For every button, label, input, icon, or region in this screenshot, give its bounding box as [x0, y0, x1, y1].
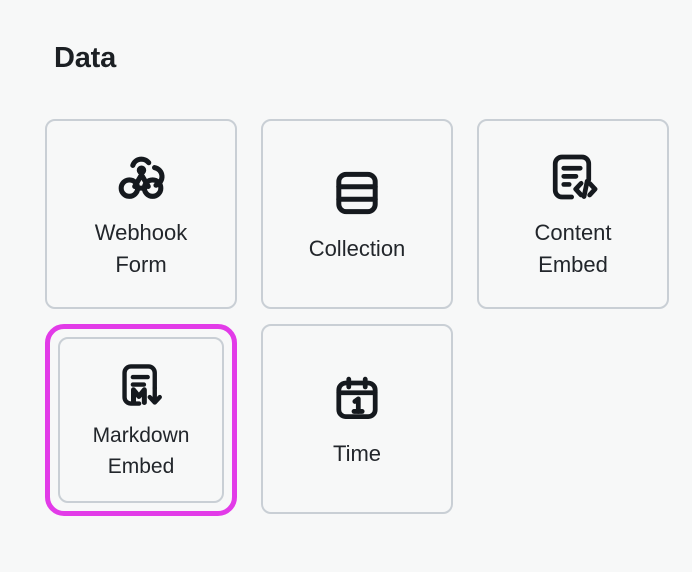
card-webhook-form[interactable]: Webhook Form [45, 119, 237, 309]
card-grid-row: Markdown Embed Time [45, 324, 677, 516]
card-content-embed[interactable]: Content Embed [477, 119, 669, 309]
webhook-icon [111, 147, 171, 207]
calendar-one-icon [327, 368, 387, 428]
card-time[interactable]: Time [261, 324, 453, 514]
card-slot-webhook-form: Webhook Form [45, 119, 237, 309]
card-markdown-embed[interactable]: Markdown Embed [58, 337, 224, 503]
card-grid-row: Webhook Form Collection [45, 119, 677, 309]
card-label: Markdown Embed [92, 424, 190, 478]
collection-rows-icon [327, 163, 387, 223]
card-label: Time [332, 441, 382, 466]
card-slot-content-embed: Content Embed [477, 119, 669, 309]
card-slot-markdown-embed: Markdown Embed [45, 324, 237, 516]
card-label: Webhook Form [94, 220, 188, 277]
card-grid: Webhook Form Collection [45, 119, 677, 529]
card-collection[interactable]: Collection [261, 119, 453, 309]
card-slot-collection: Collection [261, 119, 453, 309]
document-code-icon [543, 147, 603, 207]
card-label: Collection [308, 236, 406, 261]
page-title: Data [54, 42, 117, 74]
document-markdown-icon [114, 358, 168, 412]
card-label: Content Embed [534, 220, 612, 277]
card-slot-time: Time [261, 324, 453, 514]
